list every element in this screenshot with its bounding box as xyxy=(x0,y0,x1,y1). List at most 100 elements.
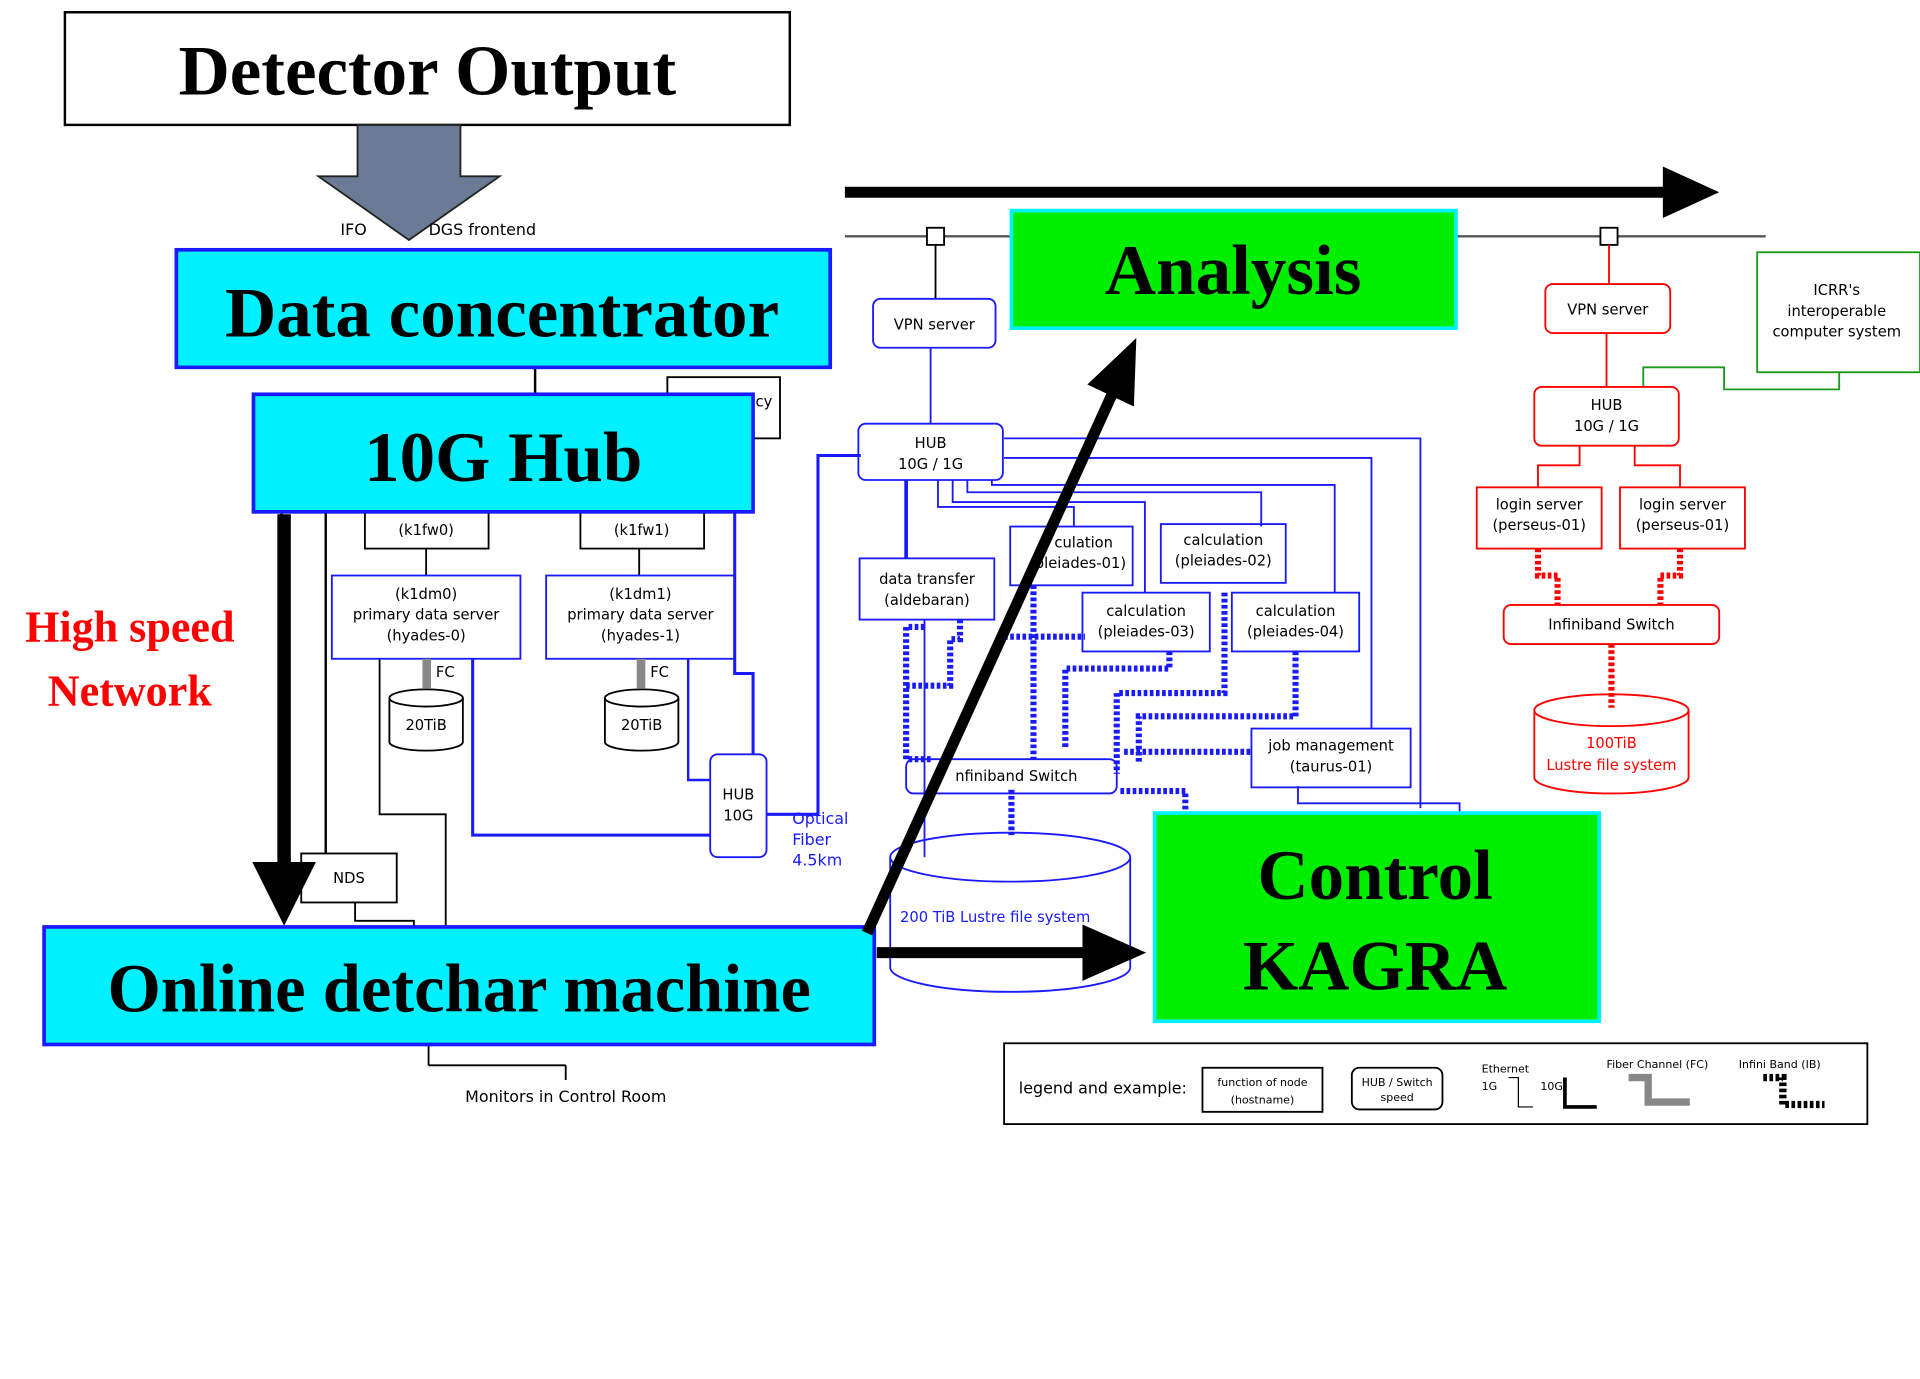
hub-icrr-box xyxy=(1533,386,1680,447)
calc02-line2: (pleiades-02) xyxy=(1175,553,1272,570)
fc-label-0: FC xyxy=(436,664,455,681)
monitors-label: Monitors in Control Room xyxy=(465,1087,666,1106)
infiniband-links xyxy=(903,585,1299,836)
analysis-blue-lines xyxy=(904,347,1461,858)
icrr-green-link xyxy=(1642,366,1841,391)
kagra-network-diagram: cy (k1fw0) (k1fw1) (k1dm0) primary data … xyxy=(25,11,1920,1126)
detector-output-title: Detector Output xyxy=(179,32,677,110)
k1fw1-label: (k1fw1) xyxy=(614,522,670,539)
vpn-server-icrr-label: VPN server xyxy=(1567,302,1649,319)
infiniband-switch-analysis-box xyxy=(905,758,1118,795)
login-server-1-line2: (perseus-01) xyxy=(1492,517,1586,534)
legend-ib-line xyxy=(1763,1073,1825,1109)
online-detchar-box xyxy=(42,925,877,1047)
hub-icrr-line1: HUB xyxy=(1591,397,1623,414)
calc01-line1: culation xyxy=(1054,534,1113,551)
calc01-line2: (pleiades-01) xyxy=(1029,555,1126,572)
lustre-100tib-disk xyxy=(1533,693,1690,795)
lustre-100tib-line1: 100TiB xyxy=(1586,735,1637,752)
hub-analysis-line1: HUB xyxy=(915,435,947,452)
icrr-system-line2: interoperable xyxy=(1787,303,1886,320)
optical-fiber-line2: Fiber xyxy=(792,830,831,849)
calc04-line2: (pleiades-04) xyxy=(1247,624,1344,641)
job-management-box xyxy=(1250,727,1412,789)
calc02-box xyxy=(1159,523,1287,584)
infiniband-switch-analysis-label: nfiniband Switch xyxy=(955,768,1077,785)
k1dm0-line1: (k1dm0) xyxy=(395,586,457,603)
optical-fiber-line1: Optical xyxy=(792,809,848,828)
disk-20tib-0 xyxy=(388,688,464,752)
arrow-network-top xyxy=(844,166,1720,218)
arrow-to-control xyxy=(876,924,1147,981)
data-transfer-box xyxy=(858,557,996,621)
optical-fiber-line3: 4.5km xyxy=(792,851,842,870)
disk-20tib-0-label: 20TiB xyxy=(405,717,446,734)
calc03-line1: calculation xyxy=(1106,603,1186,620)
legend-eth-10g: 10G xyxy=(1540,1080,1563,1093)
legend-node-line1: function of node xyxy=(1217,1076,1307,1089)
hub-icrr-line2: 10G / 1G xyxy=(1574,418,1639,435)
legend-hub-line2: speed xyxy=(1381,1091,1414,1104)
control-kagra-line1: Control xyxy=(1257,837,1492,915)
legend-title: legend and example: xyxy=(1019,1078,1187,1097)
hidden-node-label: cy xyxy=(756,394,773,411)
hub-10g-title: 10G Hub xyxy=(364,419,642,497)
job-management-line1: job management xyxy=(1267,738,1394,755)
detector-output-box xyxy=(63,11,792,127)
disk-20tib-1-label: 20TiB xyxy=(621,717,662,734)
icrr-red-lines xyxy=(1537,333,1681,488)
arrow-high-speed-down xyxy=(252,514,316,926)
lustre-100tib-line2: Lustre file system xyxy=(1546,757,1676,774)
analysis-title: Analysis xyxy=(1105,232,1362,310)
legend-hub-box xyxy=(1350,1066,1444,1111)
k1fw1-box xyxy=(579,510,706,550)
legend-eth-10g-line xyxy=(1563,1077,1597,1109)
legend-eth-1g-line xyxy=(1508,1076,1534,1108)
vpn-server-box xyxy=(872,297,997,349)
calc03-box xyxy=(1081,591,1211,653)
dgs-frontend-label: DGS frontend xyxy=(429,220,537,239)
hub-analysis-box xyxy=(857,422,1004,481)
login-server-1-box xyxy=(1475,486,1603,550)
legend-eth-1g: 1G xyxy=(1482,1080,1498,1093)
k1dm0-line2: primary data server xyxy=(353,607,500,624)
hub-10g-site-line2: 10G xyxy=(723,807,753,824)
k1dm0-line3: (hyades-0) xyxy=(387,627,466,644)
k1dm1-line3: (hyades-1) xyxy=(601,627,680,644)
calc02-line1: calculation xyxy=(1183,532,1263,549)
data-transfer-line2: (aldebaran) xyxy=(884,592,970,609)
disk-20tib-1 xyxy=(603,688,680,752)
legend-node-box xyxy=(1201,1066,1324,1113)
k1dm1-line1: (k1dm1) xyxy=(609,586,671,603)
calc01-box xyxy=(1009,525,1134,587)
data-concentrator-title: Data concentrator xyxy=(225,275,779,353)
vpn-server-label: VPN server xyxy=(894,316,976,333)
job-management-line2: (taurus-01) xyxy=(1290,758,1373,775)
nds-label: NDS xyxy=(333,870,365,887)
lustre-200tib-label: 200 TiB Lustre file system xyxy=(900,909,1090,926)
legend-fc-line xyxy=(1628,1073,1690,1106)
legend-node-line2: (hostname) xyxy=(1231,1093,1295,1106)
icrr-system-line3: computer system xyxy=(1772,324,1901,341)
login-server-2-line2: (perseus-01) xyxy=(1636,517,1730,534)
ifo-label: IFO xyxy=(340,220,366,239)
k1dm1-line2: primary data server xyxy=(567,607,714,624)
online-detchar-title: Online detchar machine xyxy=(107,950,810,1026)
control-kagra-line2: KAGRA xyxy=(1243,927,1507,1005)
high-speed-line2: Network xyxy=(48,666,213,715)
k1fw0-label: (k1fw0) xyxy=(398,522,454,539)
legend-ethernet: Ethernet xyxy=(1482,1063,1530,1076)
hub-10g-box xyxy=(251,392,755,514)
legend-hub-line1: HUB / Switch xyxy=(1362,1076,1433,1089)
icrr-infiniband-links xyxy=(1534,548,1684,708)
detector-down-arrow xyxy=(315,123,503,242)
icrr-system-line1: ICRR's xyxy=(1813,282,1860,299)
data-transfer-line1: data transfer xyxy=(879,571,976,588)
vpn-server-icrr-box xyxy=(1544,283,1672,334)
calc04-line1: calculation xyxy=(1256,603,1336,620)
calc04-box xyxy=(1230,591,1361,653)
login-server-2-line1: login server xyxy=(1639,496,1727,513)
analysis-box xyxy=(1009,208,1458,331)
backbone-port-2 xyxy=(1599,226,1619,246)
hub-10g-site-box xyxy=(709,753,768,859)
